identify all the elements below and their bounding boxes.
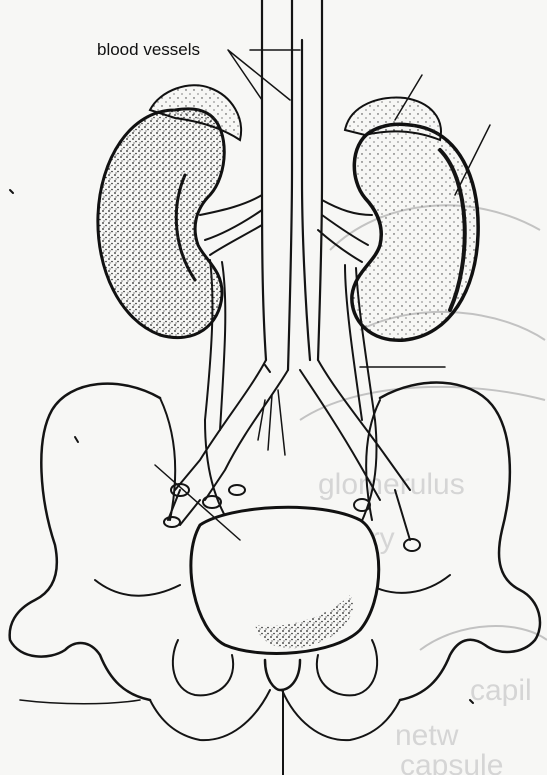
kidney-right-body [352, 124, 478, 340]
bleed-text-glomerulus: glomerulus [318, 468, 465, 501]
kidney-right [345, 97, 478, 340]
bleed-text-capsule: capsule [400, 749, 503, 775]
pelvis-outline-left [10, 384, 160, 700]
leader-blood-vessels [228, 50, 290, 100]
pelvis-outline-right [380, 383, 540, 700]
pubic-arch [150, 690, 400, 740]
label-blood-vessels: blood vessels [97, 40, 200, 59]
bleed-text-netw: netw [395, 719, 459, 752]
obturator-left [173, 640, 233, 695]
urinary-bladder [191, 507, 379, 653]
pubic-symphysis [265, 660, 300, 690]
kidney-left-body [98, 109, 224, 338]
bleed-text-capil: capil [470, 674, 532, 707]
renal-vessels [200, 195, 372, 262]
